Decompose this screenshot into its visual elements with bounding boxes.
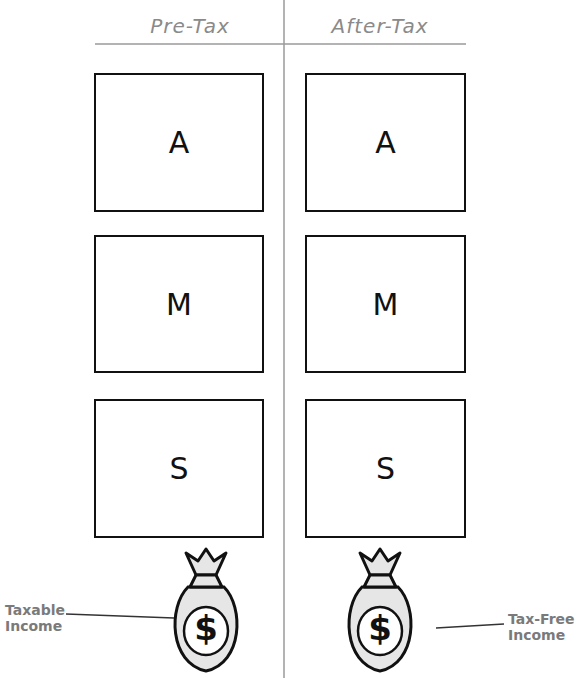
money-bag-node: $ [166, 545, 246, 675]
box-letter: A [375, 125, 396, 160]
dollar-sign: $ [368, 608, 392, 648]
column-divider [283, 0, 285, 678]
box-letter: S [169, 451, 188, 486]
bag-label: Tax-Free Income [508, 611, 580, 643]
column-header: After-Tax [295, 14, 465, 38]
letter-box: A [94, 73, 264, 212]
letter-box: M [305, 235, 466, 373]
header-rule [95, 43, 466, 45]
leader-line [436, 624, 504, 628]
leader-line [66, 614, 174, 618]
box-letter: A [169, 125, 190, 160]
box-letter: M [373, 287, 399, 322]
box-letter: M [166, 287, 192, 322]
letter-box: S [305, 399, 466, 538]
box-letter: S [376, 451, 395, 486]
letter-box: A [305, 73, 466, 212]
letter-box: M [94, 235, 264, 373]
bag-label: Taxable Income [5, 602, 69, 634]
letter-box: S [94, 399, 264, 538]
money-bag-node: $ [340, 545, 420, 675]
column-header: Pre-Tax [110, 14, 270, 38]
dollar-sign: $ [194, 608, 218, 648]
